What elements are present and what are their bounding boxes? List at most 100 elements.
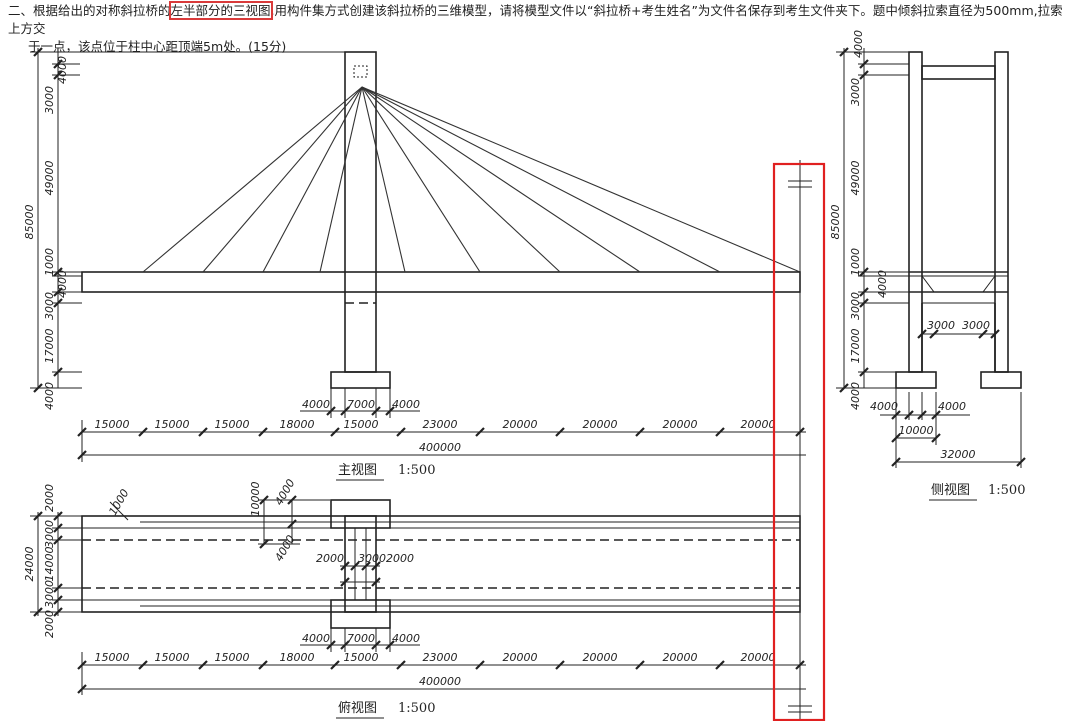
top-view-scale: 1:500 <box>398 701 435 716</box>
top-pier-dims: 4000 7000 4000 <box>300 628 420 652</box>
cable <box>361 86 481 273</box>
dim-label: 3000 <box>43 520 56 548</box>
dim-label: 23000 <box>423 651 458 664</box>
dim-label: 15000 <box>95 651 130 664</box>
dim-label: 18000 <box>280 651 315 664</box>
dim-label: 23000 <box>423 418 458 431</box>
dim-label: 4000 <box>43 382 56 410</box>
dim-label: 49000 <box>43 161 56 196</box>
dim-label: 4000 <box>302 632 330 645</box>
dim-label: 2000 <box>43 484 56 512</box>
pier-cap-bottom <box>330 599 391 629</box>
task-highlight: 左半部分的三视图 <box>168 1 273 20</box>
tower-left <box>908 51 923 373</box>
footing-left <box>895 371 937 389</box>
pylon-plan <box>344 515 377 613</box>
dim-label: 2000 <box>386 552 414 565</box>
dim-label: 3000 <box>962 319 990 332</box>
dim-label: 15000 <box>215 418 250 431</box>
side-view-scale: 1:500 <box>988 483 1025 498</box>
top-left-dims: 2000 3000 24000 14000 3000 2000 <box>23 484 82 638</box>
cable <box>361 86 406 273</box>
side-view: 4000 3000 49000 85000 1000 4000 3000 170… <box>829 30 1026 501</box>
dim-label: 3000 <box>43 292 56 320</box>
dim-label: 3000 <box>358 552 386 565</box>
side-bottom-dims: 4000 4000 10000 32000 <box>870 388 1026 468</box>
dim-label: 4000 <box>938 400 966 413</box>
tower-right <box>994 51 1009 373</box>
cable <box>262 86 363 273</box>
side-view-caption: 侧视图 <box>931 483 970 498</box>
dim-label: 3000 <box>927 319 955 332</box>
highlight-box <box>772 162 826 721</box>
cable <box>202 86 363 273</box>
front-span-dims: 15000 15000 15000 18000 15000 23000 2000… <box>77 418 806 462</box>
dim-label: 24000 <box>23 547 36 582</box>
pier-cap-top <box>330 499 391 529</box>
task-line1-b: ,用构件集方式创建该斜拉桥的三维模型，请将模型文件以“斜拉桥+考生姓名”为文件名… <box>8 3 1063 36</box>
dim-label: 15000 <box>155 418 190 431</box>
dim-label: 3000 <box>849 78 862 106</box>
top-view: 2000 3000 24000 14000 3000 2000 1000 100… <box>23 477 806 719</box>
dim-label: 20000 <box>583 651 618 664</box>
dim-label: 20000 <box>503 651 538 664</box>
front-pier-dims: 4000 7000 4000 <box>300 388 420 418</box>
cable <box>361 86 641 273</box>
dim-label: 20000 <box>663 418 698 431</box>
dim-label: 1000 <box>43 248 56 276</box>
dim-label: 2000 <box>43 610 56 638</box>
dim-label: 4000 <box>849 382 862 410</box>
dim-label: 4000 <box>392 398 420 411</box>
cable <box>142 86 363 273</box>
dim-label: 17000 <box>43 329 56 364</box>
dim-label: 17000 <box>849 329 862 364</box>
dim-label: 10000 <box>249 482 262 517</box>
dim-label: 3000 <box>43 580 56 608</box>
dim-label: 20000 <box>583 418 618 431</box>
top-view-caption: 俯视图 <box>338 700 377 716</box>
dim-label: 4000 <box>876 270 889 298</box>
dim-label: 2000 <box>316 552 344 565</box>
dim-label: 20000 <box>663 651 698 664</box>
task-line1-a: 二、根据给出的对称斜拉桥的 <box>8 3 171 18</box>
front-view: 4000 3000 49000 85000 1000 4000 3000 170… <box>23 47 812 720</box>
stay-cables <box>142 86 801 273</box>
dim-label: 1000 <box>849 248 862 276</box>
dim-label: 4000 <box>870 400 898 413</box>
deck-plan <box>81 515 801 613</box>
dim-label: 4000 <box>56 270 69 298</box>
foundation <box>330 371 391 389</box>
dim-label: 14000 <box>43 547 56 582</box>
dim-label: 15000 <box>344 651 379 664</box>
task-line2: 于一点，该点位于柱中心距顶端5m处。(15分) <box>28 39 287 54</box>
cable <box>361 86 801 273</box>
task-description: 二、根据给出的对称斜拉桥的左半部分的三视图,用构件集方式创建该斜拉桥的三维模型，… <box>8 1 1073 56</box>
dim-label: 15000 <box>215 651 250 664</box>
dim-label: 85000 <box>23 205 36 240</box>
cable <box>319 86 363 273</box>
dim-label: 7000 <box>347 632 375 645</box>
dim-label: 18000 <box>280 418 315 431</box>
top-detail-dims: 1000 10000 4000 4000 2000 3000 2000 <box>106 477 414 587</box>
dim-label: 4000 <box>392 632 420 645</box>
dim-label: 15000 <box>155 651 190 664</box>
cross-beam <box>921 65 996 80</box>
dim-label: 85000 <box>829 205 842 240</box>
dim-label: 4000 <box>272 533 297 564</box>
dim-label: 4000 <box>272 477 297 508</box>
dim-label: 20000 <box>741 651 776 664</box>
pylon <box>344 51 377 373</box>
dim-label: 4000 <box>852 30 865 58</box>
dim-label: 20000 <box>503 418 538 431</box>
footing-right <box>980 371 1022 389</box>
dim-label: 4000 <box>56 56 69 84</box>
dim-label: 400000 <box>419 675 461 688</box>
dim-label: 32000 <box>941 448 976 461</box>
side-left-dims: 4000 3000 49000 85000 1000 4000 3000 170… <box>829 30 909 410</box>
front-view-scale: 1:500 <box>398 463 435 478</box>
cable <box>361 86 721 273</box>
dim-label: 4000 <box>302 398 330 411</box>
dim-label: 49000 <box>849 161 862 196</box>
side-inner-dims: 3000 3000 <box>917 319 1000 339</box>
top-span-dims: 15000 15000 15000 18000 15000 23000 2000… <box>77 651 806 695</box>
